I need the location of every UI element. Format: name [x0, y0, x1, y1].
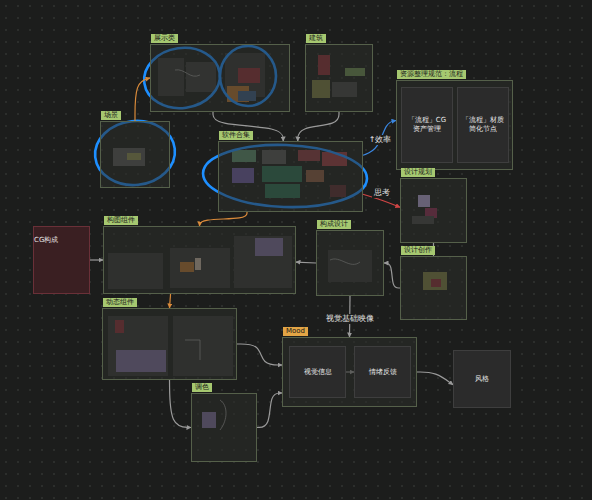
- group-heading: 构图组件: [104, 216, 138, 225]
- group-heading: 构成设计: [317, 220, 351, 229]
- connector: [170, 380, 192, 428]
- connector: [135, 78, 150, 121]
- group-panel: 动态组件: [102, 308, 237, 380]
- group-heading: 场景: [101, 111, 121, 120]
- group-heading: 设计创作: [401, 246, 435, 255]
- group-panel: 软件合集: [218, 141, 363, 212]
- edge-label: 视觉基础映像: [324, 314, 376, 324]
- group-panel: Mood视觉信息情绪反馈: [282, 337, 417, 407]
- group-heading: 建筑: [306, 34, 326, 43]
- process-box: 「流程」CG资产管理: [401, 87, 453, 163]
- group-panel: 调色: [191, 393, 257, 462]
- connector: [384, 263, 400, 288]
- group-panel: 构成设计: [316, 230, 384, 296]
- connector: [170, 294, 171, 308]
- group-panel: 建筑: [305, 44, 373, 112]
- connector: [296, 261, 316, 263]
- group-heading: 展示类: [151, 34, 178, 43]
- group-heading: 动态组件: [103, 298, 137, 307]
- group-panel: 构图组件: [103, 226, 296, 294]
- group-heading: 资源整理规范：流程: [397, 70, 466, 79]
- group-heading: 设计规划: [401, 168, 435, 177]
- connector: [257, 393, 282, 428]
- connector: [298, 112, 339, 141]
- group-heading: Mood: [283, 327, 308, 336]
- process-box: CG构成: [33, 226, 90, 294]
- group-panel: 设计规划: [400, 178, 467, 243]
- process-box: 「流程」材质简化节点: [457, 87, 509, 163]
- connector: [90, 259, 103, 260]
- edge-label: 思考: [372, 188, 392, 198]
- node-label: 情绪反馈: [369, 368, 397, 377]
- node-label: 「流程」CG资产管理: [405, 116, 449, 134]
- connector: [363, 121, 396, 156]
- group-panel: 场景: [100, 121, 170, 188]
- node-label: 视觉信息: [304, 368, 332, 377]
- edge-label: ↑效率: [367, 135, 394, 145]
- group-panel: 资源整理规范：流程「流程」CG资产管理「流程」材质简化节点: [396, 80, 513, 170]
- group-heading: 软件合集: [219, 131, 253, 140]
- node-label: CG构成: [34, 236, 58, 244]
- process-box: 视觉信息: [289, 346, 346, 398]
- group-panel: 展示类: [150, 44, 290, 112]
- connector: [417, 372, 453, 385]
- connector: [213, 112, 283, 141]
- node-label: 风格: [475, 375, 489, 384]
- group-heading: 调色: [192, 383, 212, 392]
- process-box: 情绪反馈: [354, 346, 411, 398]
- group-panel: 设计创作: [400, 256, 467, 320]
- connector: [200, 212, 248, 226]
- process-box: 风格: [453, 350, 511, 408]
- node-label: 「流程」材质简化节点: [461, 116, 505, 134]
- connector: [237, 344, 282, 365]
